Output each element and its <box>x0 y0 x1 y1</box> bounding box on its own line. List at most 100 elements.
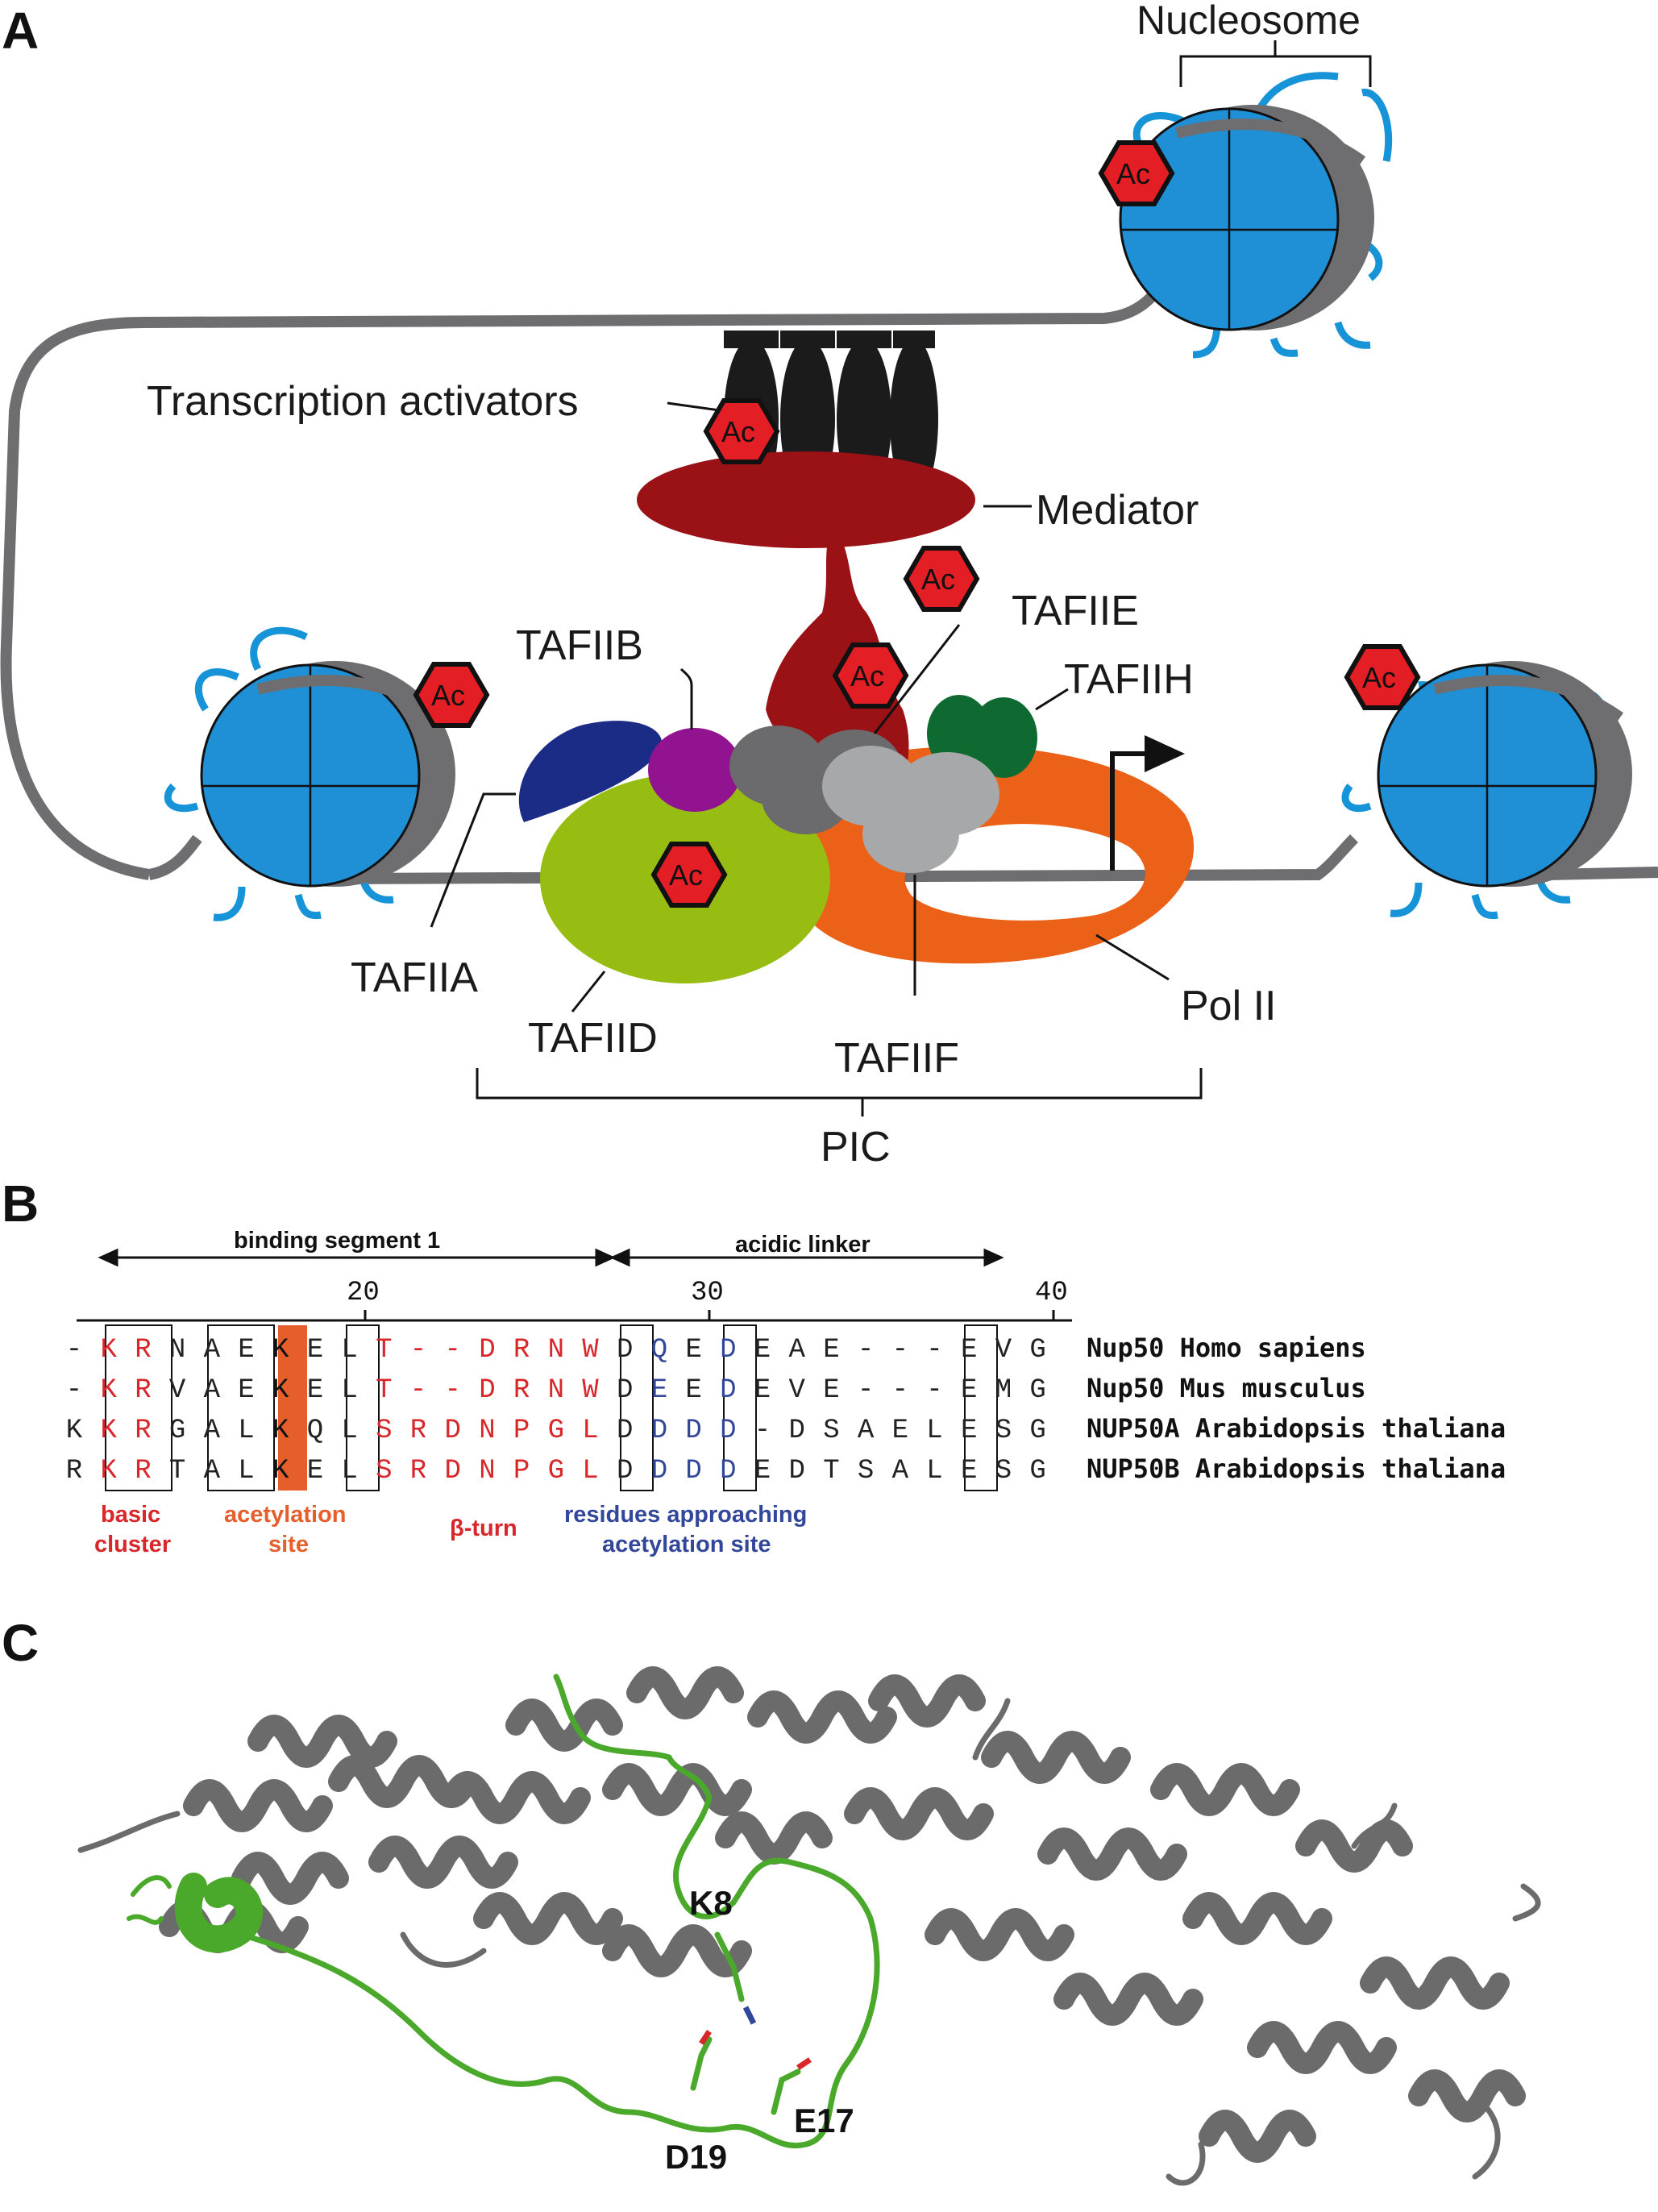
residue: E <box>961 1456 977 1486</box>
acetylation-site-label-2: site <box>268 1532 309 1557</box>
beta-turn-label: β-turn <box>450 1516 517 1541</box>
residue: V <box>169 1375 186 1406</box>
residue: E <box>754 1456 771 1486</box>
residue: R <box>135 1416 151 1446</box>
k8-label: K8 <box>689 1884 733 1922</box>
ac-hexagon-activator: Ac <box>706 401 777 462</box>
residue: D <box>617 1456 633 1486</box>
residue: D <box>720 1335 736 1366</box>
residue: D <box>788 1456 804 1486</box>
residue: T <box>376 1335 392 1366</box>
activators-label: Transcription activators <box>147 378 579 425</box>
residue: A <box>204 1335 221 1366</box>
residue: D <box>479 1335 495 1366</box>
acidic-linker-label: acidic linker <box>735 1232 871 1258</box>
ac-hexagon-nucleosome-left: Ac <box>416 664 487 726</box>
residue: - <box>754 1416 771 1446</box>
tafiih-label: TAFIIH <box>1064 656 1194 703</box>
residue: D <box>617 1375 633 1406</box>
panel-label-a: A <box>2 2 39 60</box>
tafiie-label: TAFIIE <box>1012 588 1139 634</box>
svg-text:Ac: Ac <box>721 415 755 448</box>
residue: - <box>410 1375 426 1406</box>
basic-cluster-label-1: basic <box>101 1502 160 1528</box>
residue: A <box>788 1335 805 1366</box>
nucleosome-left <box>164 626 455 921</box>
residue: S <box>376 1416 392 1446</box>
residue: A <box>204 1416 221 1446</box>
residue: T <box>823 1456 839 1486</box>
residue: E <box>307 1456 323 1486</box>
residue: K <box>272 1456 289 1486</box>
ac-hexagon-nucleosome-top: Ac <box>1101 143 1172 204</box>
residue: - <box>892 1335 908 1366</box>
acetylation-highlight <box>278 1325 307 1491</box>
conservation-boxes <box>105 1324 998 1491</box>
residue: E <box>238 1375 254 1406</box>
residue: N <box>548 1335 564 1366</box>
residue: L <box>238 1416 254 1446</box>
residue: D <box>685 1456 701 1486</box>
residue: L <box>238 1456 254 1486</box>
residue: K <box>100 1416 117 1446</box>
residue: A <box>892 1456 909 1486</box>
residue: S <box>995 1416 1012 1446</box>
nucleosome-bracket <box>1179 40 1372 87</box>
residue: K <box>66 1416 83 1446</box>
nucleosome-right <box>1341 661 1632 920</box>
svg-text:Ac: Ac <box>1362 661 1396 694</box>
residue: T <box>169 1456 185 1486</box>
residue: - <box>66 1335 82 1366</box>
ac-hexagon-mediator-2: Ac <box>835 645 906 706</box>
residue: G <box>548 1456 564 1486</box>
sequence-ruler <box>77 1310 1072 1322</box>
residue: P <box>513 1456 530 1486</box>
tick-20: 20 <box>347 1278 380 1308</box>
svg-text:Ac: Ac <box>850 659 884 692</box>
svg-text:Ac: Ac <box>431 679 465 712</box>
residue: R <box>513 1375 530 1406</box>
residue: G <box>1029 1456 1045 1486</box>
mediator-label: Mediator <box>1036 487 1199 534</box>
residue: L <box>341 1416 357 1446</box>
tafiif-label: TAFIIF <box>834 1035 959 1082</box>
residue: L <box>341 1335 357 1366</box>
svg-text:Ac: Ac <box>921 563 955 596</box>
residue: K <box>100 1335 117 1366</box>
residue: D <box>720 1456 736 1486</box>
panel-label-c: C <box>2 1614 39 1672</box>
residue: - <box>410 1335 426 1366</box>
residue: D <box>720 1416 736 1446</box>
residue: - <box>858 1375 874 1406</box>
residue: N <box>169 1335 185 1366</box>
residue: D <box>617 1335 633 1366</box>
residue: G <box>169 1416 185 1446</box>
residue: E <box>961 1375 977 1406</box>
residue: G <box>1029 1375 1045 1406</box>
tafiia <box>518 721 663 822</box>
residue: - <box>892 1375 908 1406</box>
sequence-name: Nup50 Mus musculus <box>1087 1373 1366 1403</box>
residue: L <box>582 1416 598 1446</box>
nup50-segment <box>127 1674 880 2149</box>
ac-hexagon-mediator-1: Ac <box>906 548 977 609</box>
basic-cluster-label-2: cluster <box>94 1532 171 1557</box>
pol-ii-label: Pol II <box>1181 983 1277 1029</box>
residue: S <box>823 1416 839 1446</box>
residue: D <box>479 1375 495 1406</box>
panel-label-b: B <box>2 1175 39 1233</box>
svg-text:Ac: Ac <box>669 859 703 892</box>
residue: Q <box>651 1335 667 1366</box>
residue: K <box>272 1335 289 1366</box>
residue: N <box>479 1416 495 1446</box>
residue: E <box>238 1335 254 1366</box>
residue: D <box>444 1416 460 1446</box>
residue: V <box>995 1335 1012 1366</box>
pic-bracket <box>476 1068 1203 1116</box>
transcription-start-arrow <box>1110 735 1185 871</box>
residue: M <box>995 1375 1012 1406</box>
pic-label: PIC <box>821 1124 891 1170</box>
residue: R <box>66 1456 82 1486</box>
